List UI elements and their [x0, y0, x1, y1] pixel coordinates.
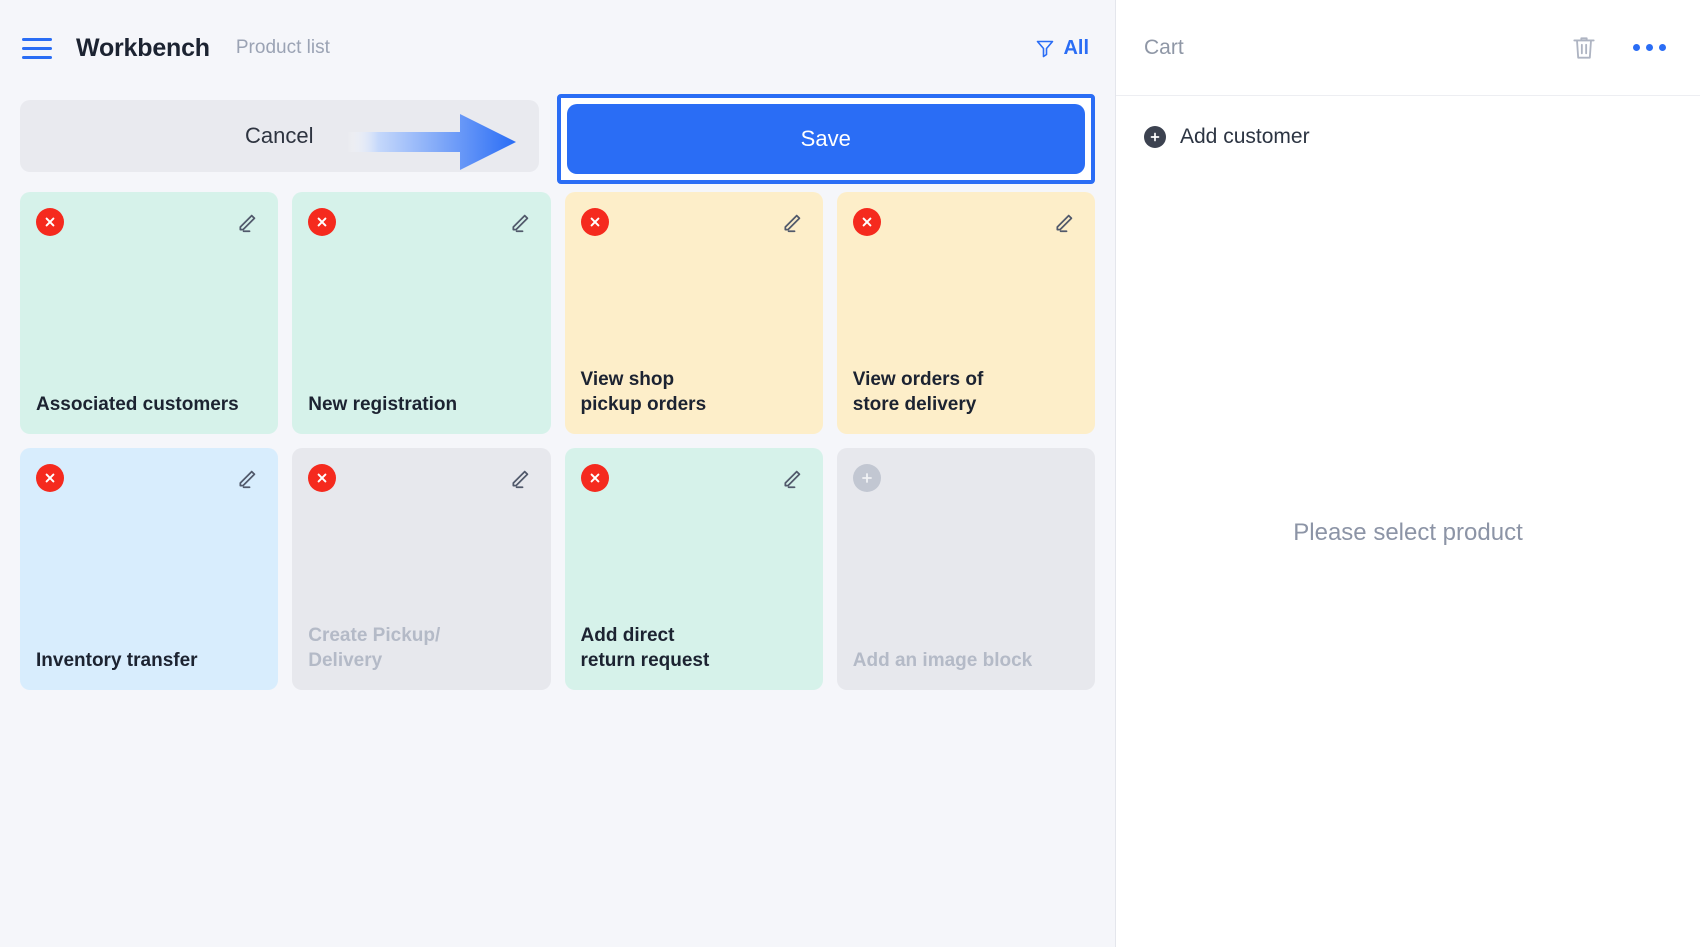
edit-pencil-icon[interactable]	[1053, 208, 1079, 234]
save-button[interactable]: Save	[566, 104, 1085, 174]
card-label: Associated customers	[36, 394, 239, 416]
filter-label: All	[1063, 36, 1089, 59]
edit-pencil-icon[interactable]	[781, 208, 807, 234]
card-top-row	[580, 464, 807, 494]
card-label: Inventory transfer	[36, 650, 198, 672]
close-circle-icon[interactable]	[308, 464, 337, 492]
card-top-row	[36, 464, 262, 494]
save-button-highlight-box: Save	[556, 94, 1095, 184]
filter-all-button[interactable]: All	[1035, 37, 1089, 60]
close-circle-icon[interactable]	[36, 464, 64, 492]
workbench-card-grid: Associated customers New registration	[0, 180, 1115, 690]
close-circle-icon[interactable]	[580, 208, 609, 236]
cart-panel: Cart Add customer Please select product	[1115, 0, 1700, 947]
breadcrumb[interactable]: Product list	[235, 37, 330, 58]
close-circle-icon[interactable]	[580, 464, 609, 492]
cart-title: Cart	[1144, 35, 1184, 59]
cancel-button[interactable]: Cancel	[20, 100, 539, 172]
card-label: View shop pickup orders	[580, 368, 707, 416]
empty-state-text: Please select product	[1293, 518, 1523, 546]
close-circle-icon[interactable]	[852, 208, 881, 236]
cart-empty-state: Please select product	[1116, 178, 1700, 947]
card-label: Create Pickup/ Delivery	[308, 624, 441, 672]
more-dots-icon[interactable]	[1633, 44, 1666, 51]
workbench-card[interactable]: Associated customers	[20, 192, 279, 434]
plus-circle-icon	[1144, 126, 1166, 148]
edit-pencil-icon[interactable]	[509, 464, 535, 490]
card-top-row	[852, 464, 1079, 494]
funnel-icon	[1037, 40, 1054, 58]
page-title: Workbench	[76, 33, 210, 62]
edit-pencil-icon[interactable]	[236, 208, 262, 234]
card-top-row	[852, 208, 1079, 238]
workbench-card[interactable]: View shop pickup orders	[564, 192, 823, 434]
card-top-row	[308, 208, 534, 238]
workbench-card[interactable]: Inventory transfer	[20, 448, 279, 690]
action-row: Cancel Save	[0, 94, 1115, 184]
card-label: Add direct return request	[580, 624, 710, 672]
workbench-panel: Workbench Product list All Cancel Save	[0, 0, 1115, 690]
hamburger-icon[interactable]	[22, 36, 52, 60]
workbench-card[interactable]: View orders of store delivery	[836, 192, 1095, 434]
card-label: View orders of store delivery	[852, 368, 984, 416]
cart-header: Cart	[1116, 0, 1700, 96]
card-label: Add an image block	[852, 650, 1033, 672]
card-label: New registration	[308, 394, 458, 416]
edit-pencil-icon[interactable]	[781, 464, 807, 490]
trash-icon[interactable]	[1571, 34, 1597, 62]
edit-pencil-icon[interactable]	[509, 208, 535, 234]
add-customer-button[interactable]: Add customer	[1116, 96, 1700, 178]
card-top-row	[36, 208, 262, 238]
add-customer-label: Add customer	[1180, 125, 1310, 148]
close-circle-icon[interactable]	[308, 208, 337, 236]
card-top-row	[580, 208, 807, 238]
close-circle-icon[interactable]	[36, 208, 64, 236]
add-image-block-card[interactable]: Add an image block	[836, 448, 1095, 690]
workbench-card[interactable]: Add direct return request	[564, 448, 823, 690]
card-top-row	[308, 464, 534, 494]
top-bar: Workbench Product list All	[0, 0, 1115, 96]
workbench-card[interactable]: New registration	[292, 192, 551, 434]
workbench-card[interactable]: Create Pickup/ Delivery	[292, 448, 551, 690]
edit-pencil-icon[interactable]	[236, 464, 262, 490]
plus-circle-icon[interactable]	[852, 464, 881, 492]
